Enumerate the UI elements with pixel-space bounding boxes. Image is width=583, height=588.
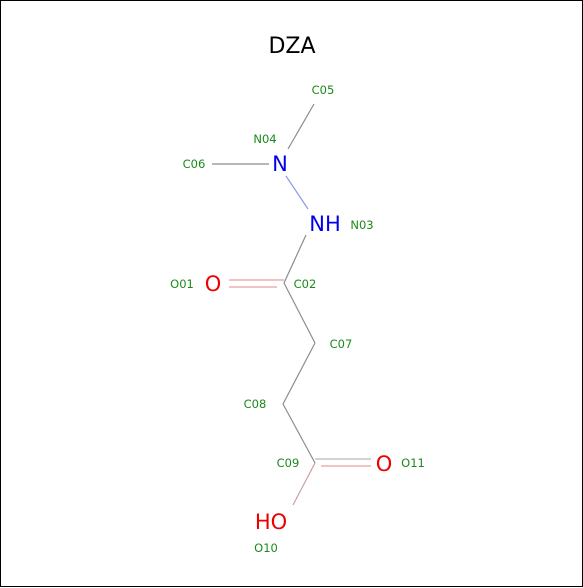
atom-label-c07: C07 <box>330 337 353 351</box>
bond-c02-o01 <box>229 279 284 288</box>
atom-label-o01: O01 <box>170 277 194 291</box>
bond-c09-o10 <box>292 462 316 506</box>
bond-n04-n03 <box>285 175 309 210</box>
bond-c07-c08 <box>282 342 316 405</box>
bond-n03-c02 <box>283 234 307 284</box>
atom-symbols: N NH O O HO <box>205 152 393 534</box>
bonds <box>212 103 371 506</box>
atom-n03-symbol: NH <box>309 212 341 236</box>
diagram-title: DZA <box>268 34 315 59</box>
bond-c09-o11 <box>315 458 371 467</box>
atom-o01-symbol: O <box>205 272 222 296</box>
atom-label-n03: N03 <box>350 218 373 232</box>
atom-n04-symbol: N <box>272 152 288 176</box>
atom-label-c08: C08 <box>244 397 267 411</box>
atom-o11-symbol: O <box>376 452 393 476</box>
atom-o10-symbol: HO <box>255 510 287 534</box>
bond-c02-c07 <box>283 282 316 344</box>
atom-label-c06: C06 <box>183 157 206 171</box>
atom-label-c09: C09 <box>277 456 300 470</box>
atom-label-o11: O11 <box>401 456 425 470</box>
bond-c08-c09 <box>282 403 316 464</box>
bond-c05-n04 <box>287 103 315 150</box>
atom-labels: C05 N04 C06 N03 O01 C02 C07 C08 C09 O11 … <box>170 83 425 555</box>
atom-label-c02: C02 <box>294 277 317 291</box>
atom-label-o10: O10 <box>254 541 278 555</box>
atom-label-c05: C05 <box>312 83 335 97</box>
atom-label-n04: N04 <box>253 132 276 146</box>
